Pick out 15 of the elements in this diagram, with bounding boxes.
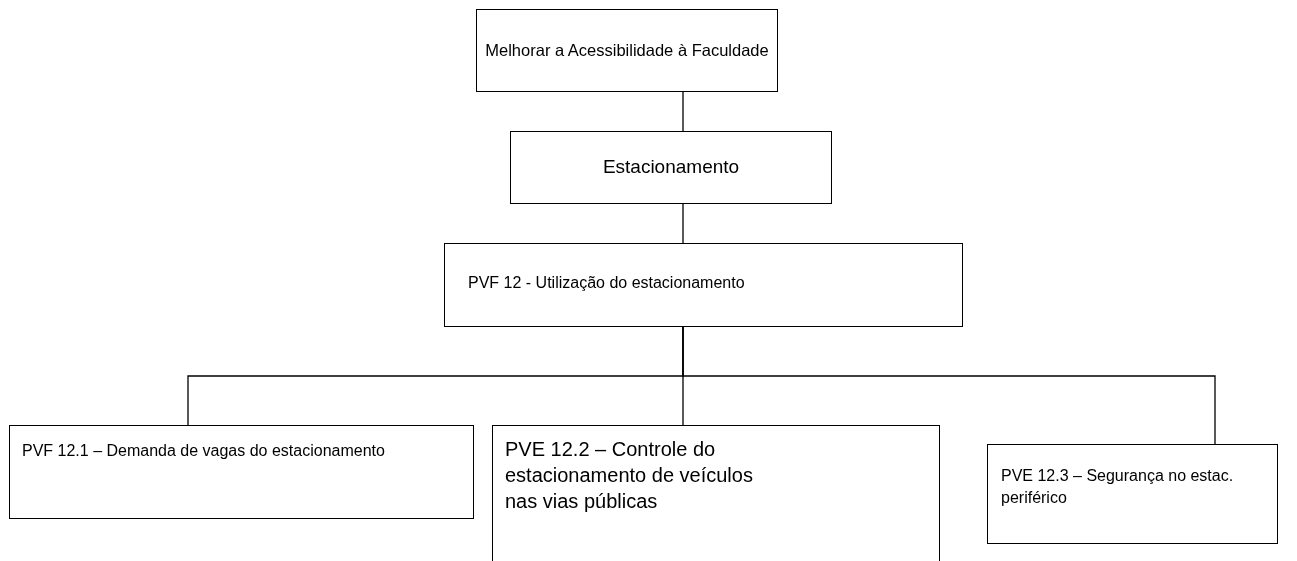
connector-line: [682, 203, 684, 244]
connector-line: [682, 91, 684, 132]
process-box: [9, 425, 474, 519]
box-label: PVF 12.1 – Demanda de vagas do estacionamento: [22, 441, 386, 461]
process-box: [444, 243, 963, 327]
connector-line: [682, 326, 1216, 445]
process-box: [492, 425, 940, 561]
process-box: [476, 9, 778, 92]
box-label: Melhorar a Acessibilidade à Faculdade: [485, 40, 769, 62]
box-label: Estacionamento: [602, 155, 740, 180]
box-label: PVF 12 - Utilização do estacionamento: [468, 273, 745, 293]
box-label: PVE 12.3 – Segurança no estac. periférico: [1001, 466, 1235, 508]
process-box: [510, 131, 832, 204]
process-box: [987, 444, 1278, 544]
box-label: PVE 12.2 – Controle do estacionamento de veículos nas vias públicas: [505, 437, 754, 514]
